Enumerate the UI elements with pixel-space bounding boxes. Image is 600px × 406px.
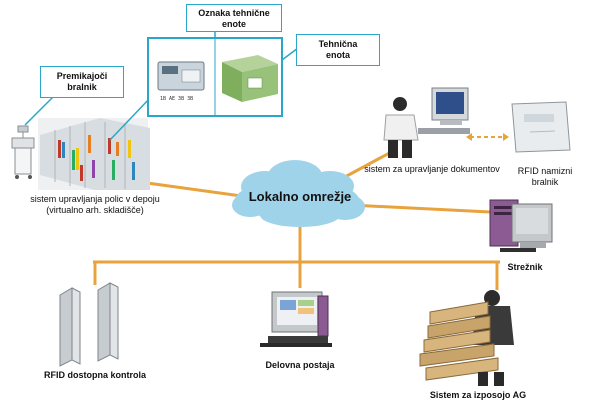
shelf-system-label: sistem upravljanja polic v depoju (virtu… [10, 194, 180, 216]
tag-card-text: 1B AE 3B 3B [160, 96, 194, 102]
rfid-dashed-link [466, 133, 509, 141]
tech-unit-callout: Tehnična enota [296, 34, 380, 66]
mobile-reader-label-2: bralnik [67, 82, 97, 92]
tech-unit-box-icon [222, 55, 278, 102]
mobile-reader-callout: Premikajoči bralnik [40, 66, 124, 98]
shelf-system-label-2: (virtualno arh. skladišče) [46, 205, 144, 215]
desk-reader-label-1: RFID namizni [517, 166, 573, 176]
link-server [349, 203, 491, 214]
shelf-system-label-1: sistem upravljanja polic v depoju [30, 194, 160, 204]
unit-tag-callout: Oznaka tehnične enote [186, 4, 282, 32]
tech-unit-label-2: enota [325, 50, 350, 60]
mobile-reader-label-1: Premikajoči [56, 71, 108, 81]
tech-unit-label-1: Tehnična [318, 39, 358, 49]
cloud-icon [232, 160, 365, 227]
mobile-reader-cart-icon [11, 94, 56, 179]
access-control-label: RFID dostopna kontrola [44, 370, 146, 380]
server-label: Strežnik [507, 262, 543, 272]
workstation-label: Delovna postaja [265, 360, 335, 370]
person-at-computer-icon [383, 87, 470, 158]
rfid-gate-icon [59, 282, 119, 367]
server-icon [489, 199, 553, 252]
person-carrying-boxes-icon [419, 290, 514, 386]
desk-reader-label-2: bralnik [531, 177, 559, 187]
desk-reader-label: RFID namizni bralnik [510, 166, 580, 188]
doc-system-label: sistem za upravljanje dokumentov [364, 164, 500, 174]
rfid-desk-reader-icon [511, 101, 571, 153]
unit-tag-label-1: Oznaka tehnične [198, 8, 270, 18]
network-hub-label: Lokalno omrežje [248, 189, 352, 204]
workstation-icon [260, 291, 332, 347]
unit-tag-label-2: enote [221, 19, 246, 29]
lending-system-label: Sistem za izposojo AG [429, 390, 527, 400]
shelving-depot-image [38, 97, 151, 190]
rfid-tag-card-icon [157, 61, 205, 91]
